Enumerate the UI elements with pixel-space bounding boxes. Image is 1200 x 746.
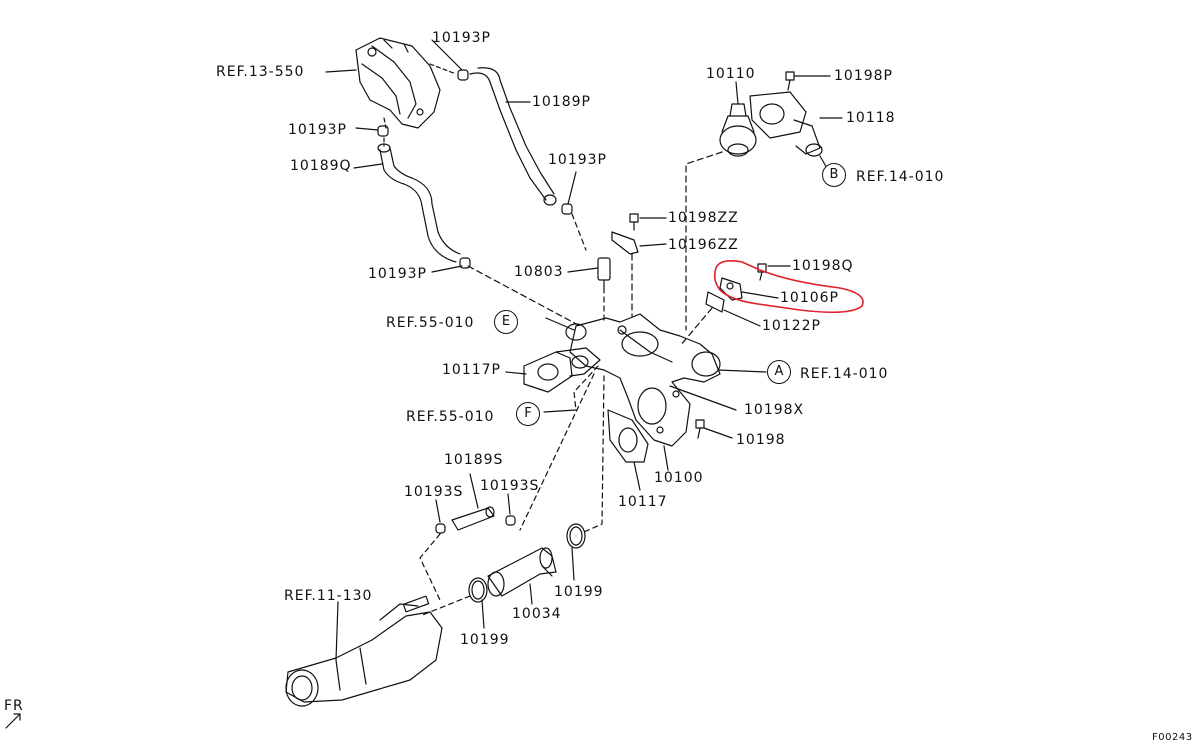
- label-10193p-left: 10193P: [288, 122, 347, 138]
- o-ring-10199-lower: [468, 577, 488, 603]
- label-10193s-left: 10193S: [404, 484, 464, 500]
- gasket-10117p: [523, 347, 601, 393]
- figure-code: F00243: [1152, 732, 1193, 743]
- hose-10189p: [469, 67, 557, 206]
- gasket-10117: [607, 409, 649, 463]
- label-10198q: 10198Q: [792, 258, 854, 274]
- bolt-10198x: [669, 385, 737, 411]
- intake-ref-11-130: [285, 595, 443, 707]
- o-ring-10199-upper: [566, 523, 586, 549]
- label-10106p: 10106P: [780, 290, 839, 306]
- water-pump-housing-10100: [565, 313, 721, 447]
- label-10199-lower: 10199: [460, 632, 510, 648]
- clamp-10193p-left: [377, 125, 389, 137]
- bolt-10198: [695, 419, 705, 439]
- label-10189s: 10189S: [444, 452, 504, 468]
- label-10117: 10117: [618, 494, 668, 510]
- timing-cover-ref-13-550: [355, 37, 441, 129]
- label-10193p-top: 10193P: [432, 30, 491, 46]
- callout-e: E: [494, 310, 518, 334]
- label-10193p-right: 10193P: [548, 152, 607, 168]
- label-10117p: 10117P: [442, 362, 501, 378]
- clamp-10193s-left: [435, 523, 446, 534]
- label-10803: 10803: [514, 264, 564, 280]
- fr-arrow-icon: [5, 713, 21, 729]
- label-10034: 10034: [512, 606, 562, 622]
- sensor-10803: [597, 257, 611, 289]
- label-10196zz: 10196ZZ: [668, 237, 739, 253]
- hose-10189s: [451, 506, 495, 531]
- label-10189p: 10189P: [532, 94, 591, 110]
- bolt-10198q: [757, 263, 767, 281]
- clamp-10193p-bottom: [459, 257, 471, 269]
- label-10198p: 10198P: [834, 68, 893, 84]
- label-10189q: 10189Q: [290, 158, 352, 174]
- bolt-10198zz: [629, 213, 639, 231]
- clamp-10193p-top: [457, 69, 469, 81]
- bracket-10196zz: [611, 231, 639, 255]
- water-outlet-10118: [749, 91, 823, 157]
- label-10193s-right: 10193S: [480, 478, 540, 494]
- pipe-10034: [487, 547, 557, 597]
- label-ref-55-010-f: REF.55-010: [406, 409, 495, 425]
- label-fr: FR: [4, 698, 24, 714]
- clamp-10193s-right: [505, 515, 516, 526]
- label-10198: 10198: [736, 432, 786, 448]
- label-10193p-bottom: 10193P: [368, 266, 427, 282]
- label-10122p: 10122P: [762, 318, 821, 334]
- gasket-10122p: [705, 291, 725, 313]
- label-ref-14-010-a: REF.14-010: [800, 366, 889, 382]
- callout-f: F: [516, 402, 540, 426]
- label-10118: 10118: [846, 110, 896, 126]
- label-10198x: 10198X: [744, 402, 805, 418]
- thermostat-10110: [719, 103, 757, 157]
- label-ref-55-010-e: REF.55-010: [386, 315, 475, 331]
- callout-a: A: [767, 360, 791, 384]
- label-ref-11-130: REF.11-130: [284, 588, 373, 604]
- bolt-10198p: [785, 71, 795, 91]
- label-10199-upper: 10199: [554, 584, 604, 600]
- callout-b: B: [822, 163, 846, 187]
- label-10198zz: 10198ZZ: [668, 210, 739, 226]
- label-ref-13-550: REF.13-550: [216, 64, 305, 80]
- hose-10189q: [377, 143, 461, 263]
- label-10100: 10100: [654, 470, 704, 486]
- label-10110: 10110: [706, 66, 756, 82]
- label-ref-14-010-b: REF.14-010: [856, 169, 945, 185]
- highlight-10106p: [713, 260, 864, 314]
- clamp-10193p-right: [561, 203, 573, 215]
